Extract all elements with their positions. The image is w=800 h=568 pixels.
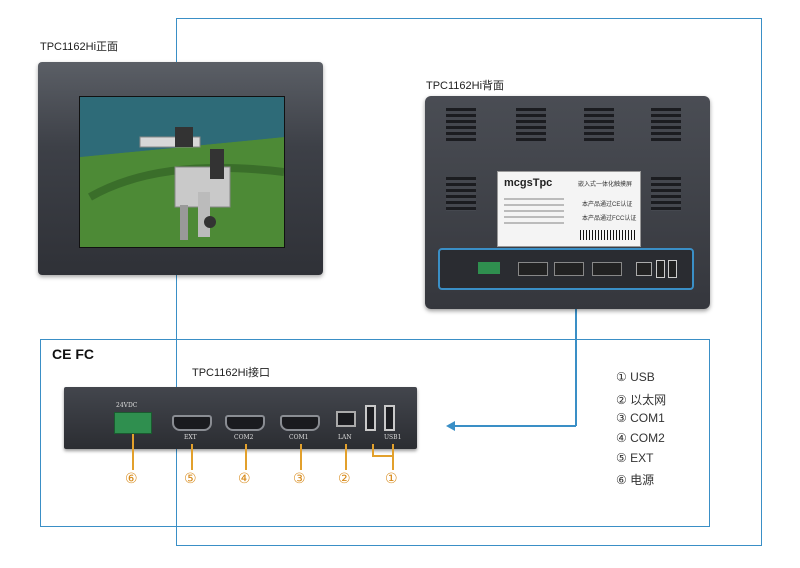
- back-lan-port: [636, 262, 652, 276]
- back-usb-1: [656, 260, 665, 278]
- lan-port: [336, 411, 356, 427]
- legend-item-com1: ③ COM1: [616, 411, 665, 425]
- connector-horizontal: [455, 425, 576, 427]
- back-db9-2: [554, 262, 584, 276]
- back-to-interface-connector: [575, 309, 577, 426]
- usb2-port: [365, 405, 376, 431]
- legend-item-power: ⑥ 电源: [616, 473, 655, 487]
- vent-2: [516, 108, 546, 142]
- lead-1b: [392, 444, 394, 470]
- legend-item-ethernet: ② 以太网: [616, 393, 667, 407]
- legend-item-usb: ① USB: [616, 370, 655, 384]
- back-port-area: [438, 248, 694, 290]
- callout-3: ③: [293, 471, 306, 487]
- sticker-heading: 嵌入式一体化触摸屏: [578, 182, 633, 188]
- ext-caption: EXT: [184, 434, 197, 441]
- com2-port: [225, 415, 265, 431]
- sticker-ce-text: 本产品通过CE认证: [582, 202, 633, 208]
- sticker-brand: mcgsTpc: [504, 177, 553, 189]
- vent-6: [651, 177, 681, 211]
- back-db9-1: [518, 262, 548, 276]
- com2-caption: COM2: [234, 434, 254, 441]
- com1-caption: COM1: [289, 434, 309, 441]
- lead-5: [191, 444, 193, 470]
- lead-6: [132, 434, 134, 470]
- callout-6: ⑥: [125, 471, 138, 487]
- back-usb-2: [668, 260, 677, 278]
- cert-marks: CE FC: [52, 346, 94, 362]
- lead-1-join: [372, 455, 393, 457]
- lead-1a: [372, 444, 374, 456]
- sticker-lines: [504, 194, 564, 228]
- scene-illustration: [80, 97, 284, 247]
- callout-1: ①: [385, 471, 398, 487]
- lan-caption: LAN: [338, 434, 352, 441]
- callout-4: ④: [238, 471, 251, 487]
- sticker-fc-text: 本产品通过FCC认证: [582, 216, 637, 222]
- power-terminal: [114, 412, 152, 434]
- legend-item-ext: ⑤ EXT: [616, 451, 654, 465]
- interface-title: TPC1162Hi接口: [192, 367, 271, 379]
- com1-port: [280, 415, 320, 431]
- power-caption: 24VDC: [116, 402, 138, 409]
- front-screen-image: [79, 96, 285, 248]
- top-connector-frame: [176, 18, 762, 546]
- vent-3: [584, 108, 614, 142]
- lead-2: [345, 444, 347, 470]
- callout-5: ⑤: [184, 471, 197, 487]
- back-title: TPC1162Hi背面: [426, 80, 505, 92]
- front-title: TPC1162Hi正面: [40, 41, 119, 53]
- vent-1: [446, 108, 476, 142]
- back-db9-3: [592, 262, 622, 276]
- vent-4: [651, 108, 681, 142]
- usb1-port: [384, 405, 395, 431]
- legend-item-com2: ④ COM2: [616, 431, 665, 445]
- callout-2: ②: [338, 471, 351, 487]
- arrowhead: [446, 421, 455, 431]
- product-label: mcgsTpc 嵌入式一体化触摸屏 本产品通过CE认证 本产品通过FCC认证: [497, 171, 641, 247]
- lead-4: [245, 444, 247, 470]
- vent-5: [446, 177, 476, 211]
- usb-caption: USB1: [384, 434, 402, 441]
- interface-frame: [40, 339, 710, 527]
- barcode: [580, 230, 636, 240]
- ext-port: [172, 415, 212, 431]
- lead-3: [300, 444, 302, 470]
- back-power-port: [478, 262, 500, 274]
